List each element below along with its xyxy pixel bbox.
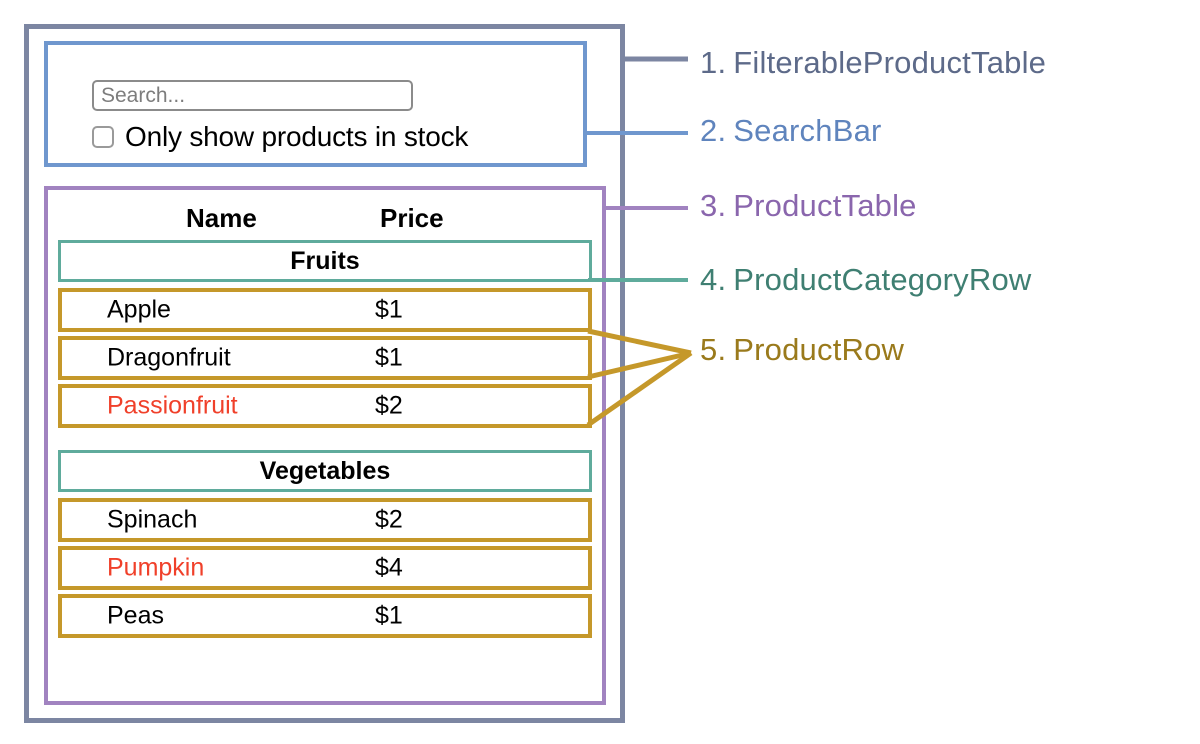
product-name: Peas [107,601,164,630]
product-row: Peas $1 [58,594,592,638]
product-price: $1 [375,601,403,630]
column-header-name: Name [186,203,257,233]
stock-filter-checkbox[interactable] [92,126,114,148]
legend-label: ProductRow [733,332,905,367]
product-table: Name Price Fruits Apple $1 Dragonfruit $… [58,196,596,642]
search-input[interactable] [92,80,413,111]
product-name: Dragonfruit [107,343,231,372]
category-label: Fruits [290,246,360,275]
product-price: $2 [375,391,403,420]
product-name: Pumpkin [107,553,205,582]
product-row: Apple $1 [58,288,592,332]
product-name: Apple [107,295,171,324]
product-name: Passionfruit [107,391,238,420]
legend-number: 4. [700,262,727,297]
product-category-row: Vegetables [58,450,592,492]
legend-number: 5. [700,332,727,367]
category-label: Vegetables [259,456,391,485]
search-bar-frame: Only show products in stock [44,41,587,167]
legend-number: 2. [700,113,727,148]
product-table-frame: Name Price Fruits Apple $1 Dragonfruit $… [44,186,606,705]
legend-item-search-bar: 2.SearchBar [700,113,882,149]
product-category-row: Fruits [58,240,592,282]
stock-filter-row[interactable]: Only show products in stock [92,121,468,153]
product-row: Dragonfruit $1 [58,336,592,380]
legend-item-filterable-product-table: 1.FilterableProductTable [700,45,1046,81]
legend-item-product-category-row: 4.ProductCategoryRow [700,262,1032,298]
group-spacer [58,432,596,450]
column-header-price: Price [380,203,444,233]
product-row: Pumpkin $4 [58,546,592,590]
product-price: $1 [375,343,403,372]
product-price: $2 [375,505,403,534]
product-row: Spinach $2 [58,498,592,542]
legend-label: ProductCategoryRow [733,262,1032,297]
product-price: $1 [375,295,403,324]
product-row: Passionfruit $2 [58,384,592,428]
legend-label: ProductTable [733,188,917,223]
legend-label: SearchBar [733,113,882,148]
legend-label: FilterableProductTable [733,45,1047,80]
product-price: $4 [375,553,403,582]
product-name: Spinach [107,505,198,534]
legend-number: 1. [700,45,727,80]
legend-number: 3. [700,188,727,223]
legend-item-product-table: 3.ProductTable [700,188,917,224]
legend-item-product-row: 5.ProductRow [700,332,904,368]
stock-filter-label: Only show products in stock [125,121,469,152]
product-table-header: Name Price [58,196,596,240]
